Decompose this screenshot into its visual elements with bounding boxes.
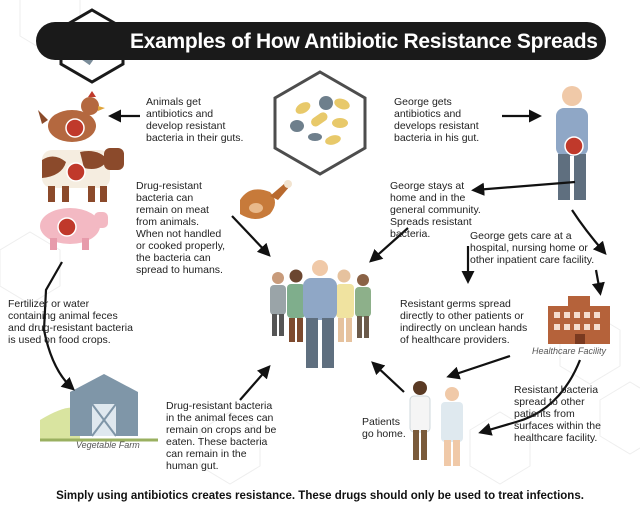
george-figure xyxy=(556,86,588,200)
community-crowd-figure xyxy=(270,260,371,368)
pig-icon xyxy=(40,208,108,250)
step-patients-home-text: Patients go home. xyxy=(362,416,406,440)
step-germs-text: Resistant germs spread directly to other… xyxy=(400,298,528,346)
vegetable-farm-label: Vegetable Farm xyxy=(76,440,140,450)
cow-icon xyxy=(42,148,124,202)
footer-note: Simply using antibiotics creates resista… xyxy=(56,490,584,502)
step-community-text: George stays at home and in the general … xyxy=(390,180,481,240)
step-fertilizer-text: Fertilizer or water containing animal fe… xyxy=(8,298,133,346)
step-inpatient-text: George gets care at a hospital, nursing … xyxy=(470,230,595,266)
title-bar xyxy=(36,22,606,60)
doctor-and-patient-figures xyxy=(409,381,463,466)
vegetable-farm-barn-icon xyxy=(40,374,158,442)
healthcare-facility-building-icon xyxy=(548,296,610,344)
step-surfaces-text: Resistant bacteria spread to other patie… xyxy=(514,384,601,444)
healthcare-facility-label: Healthcare Facility xyxy=(532,346,607,356)
meat-icon xyxy=(240,180,292,219)
step-george-text: George gets antibiotics and develops res… xyxy=(394,96,480,144)
step-crops-text: Drug-resistant bacteria in the animal fe… xyxy=(166,400,277,472)
antibiotics-pills-icon xyxy=(273,70,367,176)
page-title: Examples of How Antibiotic Resistance Sp… xyxy=(130,30,598,53)
flow-arrows xyxy=(42,109,607,436)
step-meat-text: Drug-resistant bacteria can remain on me… xyxy=(136,180,226,276)
chicken-icon xyxy=(38,91,105,142)
step-animals-text: Animals get antibiotics and develop resi… xyxy=(146,96,244,144)
